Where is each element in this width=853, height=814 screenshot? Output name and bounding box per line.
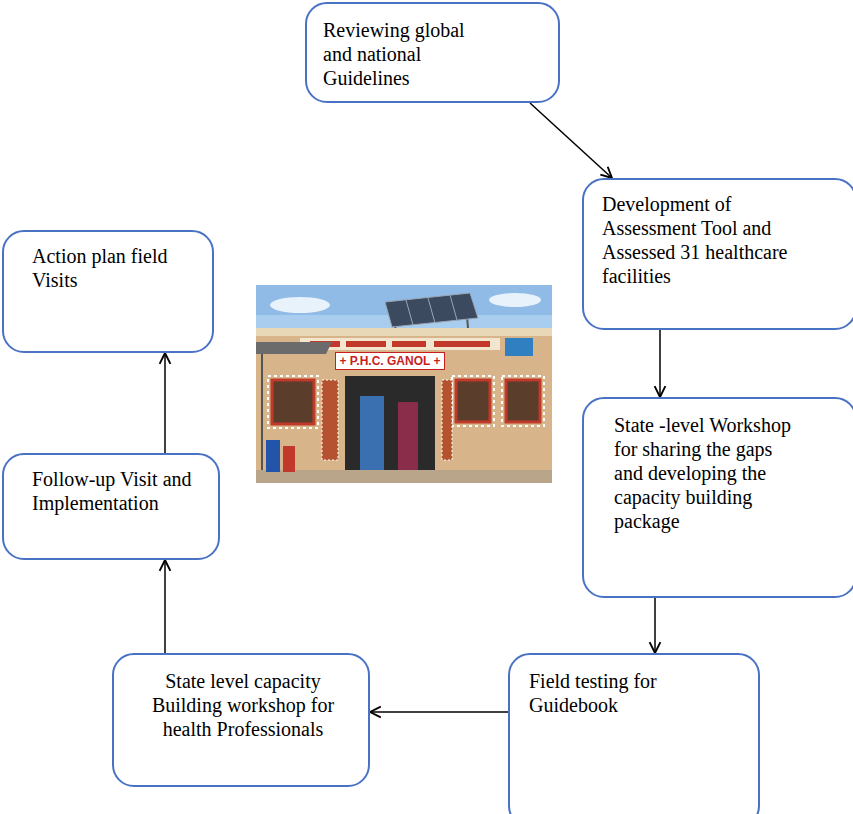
window-decoration <box>268 376 318 428</box>
cloud <box>270 297 330 313</box>
ground <box>256 470 552 483</box>
panel-line <box>406 300 413 325</box>
flow-arrow <box>659 330 661 397</box>
sign-text: + P.H.C. GANOL + <box>335 352 446 370</box>
flow-arrow <box>164 353 166 453</box>
facade <box>256 336 552 483</box>
process-box: Field testing for Guidebook <box>508 653 760 814</box>
phc-photo <box>256 285 552 483</box>
wall-painting <box>442 380 452 460</box>
flow-arrow <box>164 560 166 653</box>
box-text: State level capacity Building workshop f… <box>143 669 343 741</box>
process-box: Development of Assessment Tool and Asses… <box>582 178 853 330</box>
sky <box>256 285 552 483</box>
flow-arrow <box>530 103 612 178</box>
script-mark <box>346 341 386 347</box>
panel-line <box>428 298 435 323</box>
box-text: Field testing for Guidebook <box>529 669 704 717</box>
solar-panel <box>385 293 478 327</box>
script-mark <box>434 341 490 347</box>
drum <box>266 440 280 472</box>
canopy <box>256 342 332 354</box>
blue-board <box>505 338 533 356</box>
window-decoration <box>452 376 494 426</box>
curtain <box>360 396 384 483</box>
wall-painting <box>322 380 338 460</box>
window <box>272 380 314 424</box>
process-box: Follow-up Visit and Implementation <box>2 453 220 560</box>
panel-line <box>450 295 457 320</box>
doorway <box>345 376 435 483</box>
flow-arrow <box>654 598 656 653</box>
box-text: Reviewing global and national Guidelines <box>323 18 488 90</box>
box-text: State -level Workshop for sharing the ga… <box>614 413 804 533</box>
process-box: Action plan field Visits <box>2 230 214 353</box>
flow-arrow <box>370 711 508 713</box>
box-text: Development of Assessment Tool and Asses… <box>602 192 797 288</box>
box-text: Follow-up Visit and Implementation <box>32 467 212 515</box>
parapet <box>256 328 552 336</box>
window <box>456 380 490 422</box>
cloud <box>489 293 541 307</box>
process-box: Reviewing global and national Guidelines <box>305 2 560 103</box>
script-mark <box>392 341 426 347</box>
drum <box>283 446 295 472</box>
canopy-pole <box>261 354 263 470</box>
window <box>506 380 540 422</box>
box-text: Action plan field Visits <box>32 244 202 292</box>
window-decoration <box>502 376 544 426</box>
process-box: State level capacity Building workshop f… <box>112 653 370 787</box>
process-box: State -level Workshop for sharing the ga… <box>582 397 853 598</box>
